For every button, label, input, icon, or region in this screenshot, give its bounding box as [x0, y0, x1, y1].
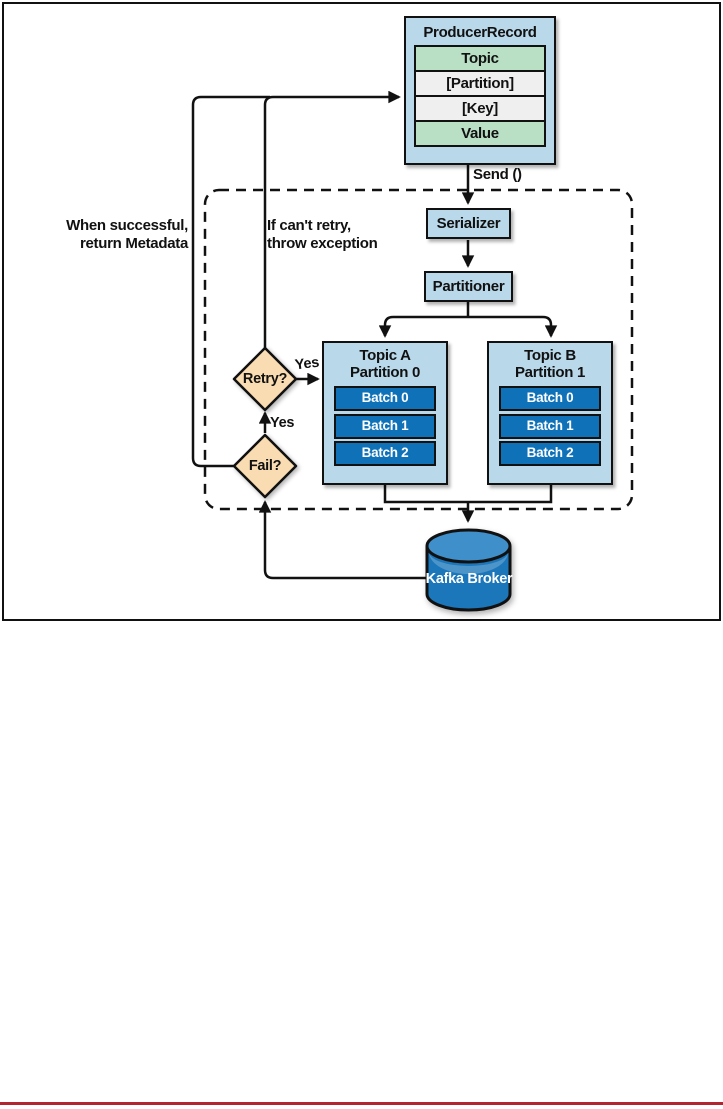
broker-cylinder-sheen: [429, 552, 508, 574]
topic-a-partition-0-box: Topic A Partition 0 Batch 0 Batch 1 Batc…: [322, 341, 448, 485]
arrow-broker-to-fail: [258, 500, 427, 580]
exception-note-line1: If can't retry,: [267, 217, 351, 234]
arrow-partitioner-to-topic-a: [378, 315, 468, 338]
field-topic: Topic: [414, 45, 546, 72]
broker-cylinder-body: [425, 546, 512, 612]
topic-a-title-line2: Partition 0: [349, 363, 421, 381]
partitioner-box: Partitioner: [424, 271, 513, 302]
batch-row: Batch 0: [334, 386, 436, 411]
retry-yes-label: Yes: [294, 354, 320, 374]
retry-decision-diamond: [232, 346, 298, 412]
topic-b-batches: Batch 0 Batch 1 Batch 2: [499, 386, 601, 466]
send-label: Send (): [473, 166, 522, 183]
batch-row: Batch 1: [499, 413, 601, 439]
topic-b-title-line2: Partition 1: [514, 363, 586, 381]
arrow-partitioner-to-topic-b: [468, 315, 558, 338]
field-value: Value: [414, 120, 546, 147]
line-success-return-metadata: [191, 95, 270, 468]
topic-a-title-line1: Topic A: [359, 347, 411, 364]
producer-record-title: ProducerRecord: [423, 24, 537, 41]
batch-row: Batch 2: [499, 441, 601, 466]
success-note: When successful, return Metadata: [38, 217, 188, 252]
batch-row: Batch 2: [334, 441, 436, 466]
exception-note-line2: throw exception: [267, 234, 378, 252]
figure-frame: [2, 2, 721, 621]
producer-record-box: ProducerRecord Topic [Partition] [Key] V…: [404, 16, 556, 165]
kafka-broker-label: Kafka Broker: [425, 571, 513, 587]
batch-row: Batch 0: [499, 386, 601, 411]
line-topics-merge: [383, 485, 553, 504]
field-key: [Key]: [414, 95, 546, 122]
fail-yes-label: Yes: [270, 415, 295, 431]
batch-row: Batch 1: [334, 413, 436, 439]
kafka-broker-cylinder: [425, 528, 512, 612]
topic-a-batches: Batch 0 Batch 1 Batch 2: [334, 386, 436, 466]
producer-record-fields: Topic [Partition] [Key] Value: [414, 45, 546, 147]
page-footer-rule: [0, 1102, 723, 1105]
success-note-line2: return Metadata: [79, 234, 188, 252]
fail-decision-diamond: [232, 433, 298, 499]
exception-note: If can't retry, throw exception: [267, 217, 378, 252]
producer-boundary-dashed-box: [203, 188, 634, 511]
success-note-line1: When successful,: [66, 217, 188, 234]
fail-decision-label: Fail?: [248, 458, 282, 474]
broker-cylinder-top: [425, 528, 512, 564]
field-partition: [Partition]: [414, 70, 546, 97]
topic-b-partition-1-box: Topic B Partition 1 Batch 0 Batch 1 Batc…: [487, 341, 613, 485]
retry-decision-label: Retry?: [242, 371, 288, 387]
serializer-box: Serializer: [426, 208, 511, 239]
arrow-back-to-producer-record: [263, 90, 401, 349]
topic-b-title-line1: Topic B: [524, 347, 576, 364]
connector-layer: [191, 90, 634, 612]
